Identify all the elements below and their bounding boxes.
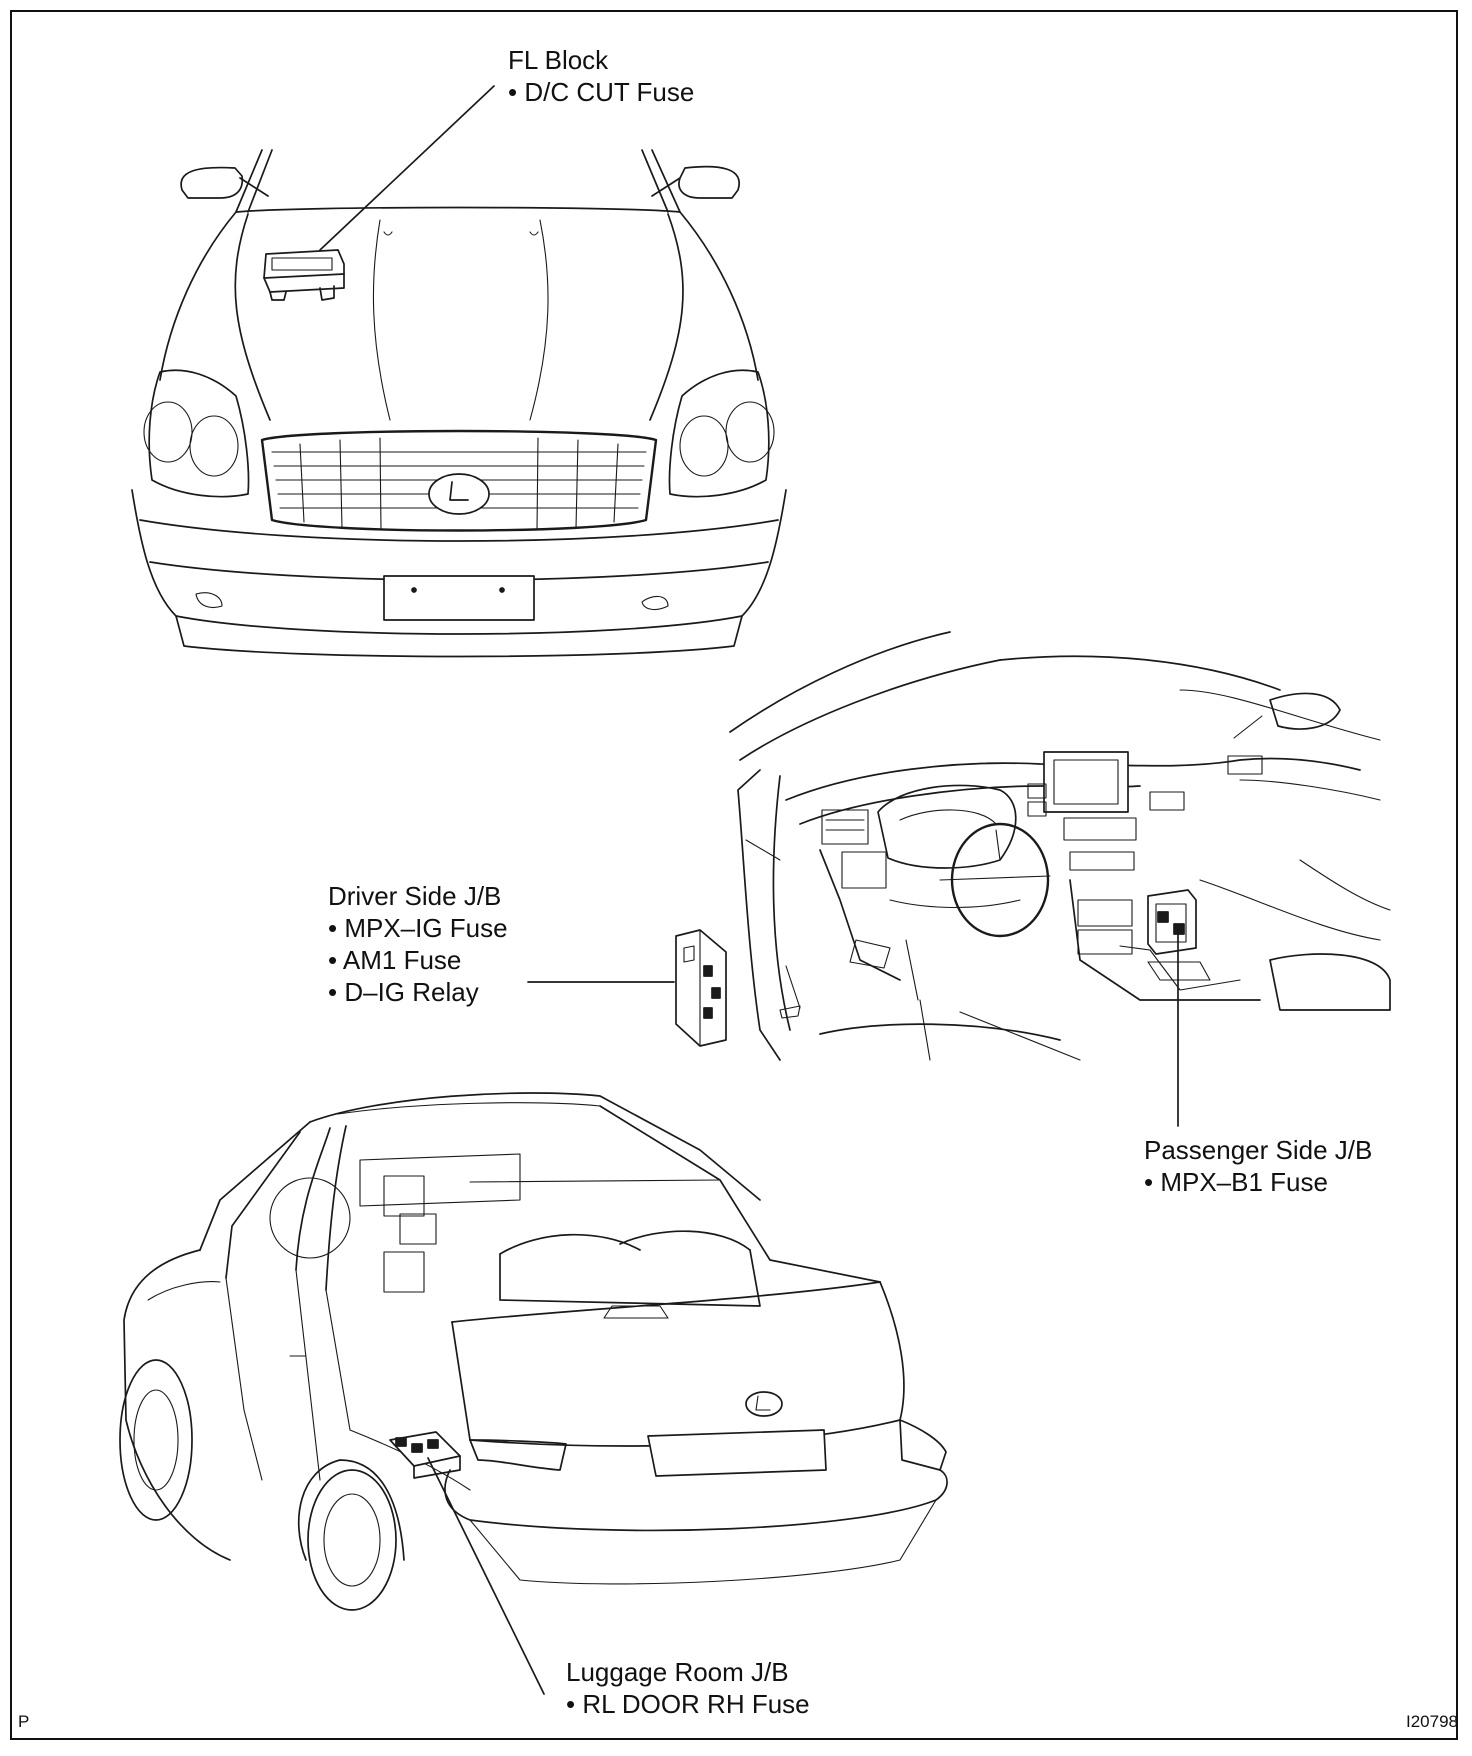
luggage-jb-title: Luggage Room J/B [566,1657,789,1687]
junction-block-icon [1147,889,1197,955]
junction-block-icon [389,1431,461,1479]
passenger-jb-title: Passenger Side J/B [1144,1135,1373,1165]
corner-code-right: I20798 [1406,1712,1458,1731]
car-rear-illustration [119,1092,948,1611]
fl-block-leader [319,85,495,251]
diagram-frame [10,10,1458,1740]
luggage-jb-label: Luggage Room J/B • RL DOOR RH Fuse [566,1656,810,1720]
fl-block-title: FL Block [508,45,609,75]
luggage-jb-item: • RL DOOR RH Fuse [566,1689,810,1719]
car-front-illustration [131,149,787,658]
corner-code-left: P [18,1712,30,1731]
driver-jb-illustration [675,929,727,1047]
luggage-jb-leader [427,1457,545,1695]
passenger-jb-label: Passenger Side J/B • MPX–B1 Fuse [1144,1134,1372,1198]
passenger-jb-item: • MPX–B1 Fuse [1144,1167,1328,1197]
driver-jb-title: Driver Side J/B [328,881,502,911]
driver-jb-item: • MPX–IG Fuse [328,913,508,943]
driver-jb-label: Driver Side J/B • MPX–IG Fuse • AM1 Fuse… [328,880,508,1008]
fuse-block-icon [263,249,345,301]
fl-block-label: FL Block • D/C CUT Fuse [508,44,694,108]
dashboard-interior-illustration [729,631,1391,1061]
driver-jb-item: • AM1 Fuse [328,945,462,975]
driver-jb-item: • D–IG Relay [328,977,479,1007]
fl-block-item: • D/C CUT Fuse [508,77,695,107]
